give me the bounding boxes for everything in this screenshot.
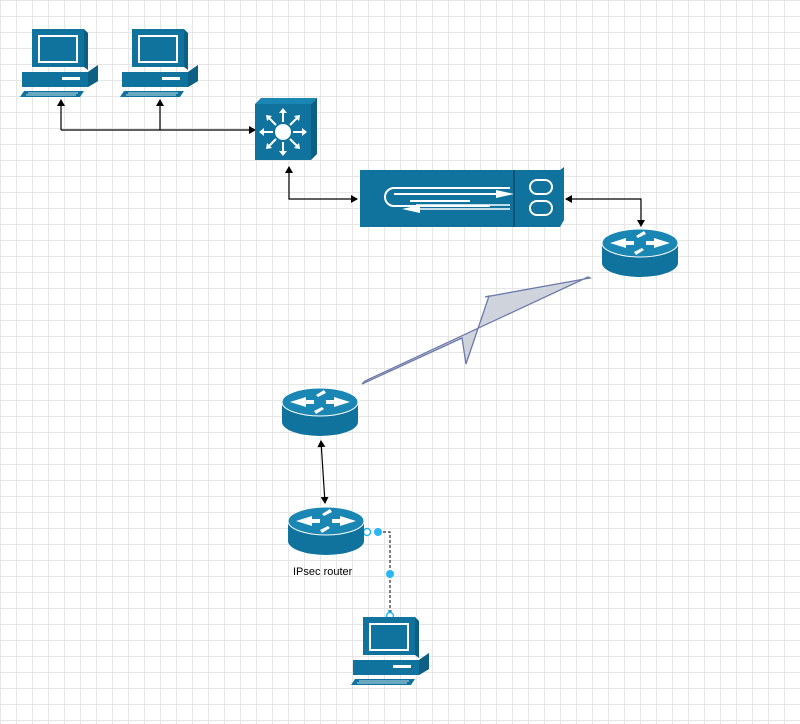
workstation-icon[interactable] <box>19 28 99 98</box>
workstation-icon[interactable] <box>119 28 199 98</box>
connector-ipsec-router-to-pc[interactable] <box>362 527 395 621</box>
layer3-switch-icon[interactable] <box>255 98 317 160</box>
ipsec-router-label: IPsec router <box>293 566 353 578</box>
waypoint-handle[interactable] <box>386 570 394 578</box>
router-icon[interactable] <box>601 228 679 278</box>
connector-remote-to-ipsec-router[interactable] <box>317 440 329 504</box>
connector-firewall-to-edge-router[interactable] <box>565 195 645 227</box>
firewall-icon[interactable] <box>360 167 564 227</box>
connection-handle-source[interactable] <box>362 527 372 537</box>
router-icon[interactable] <box>287 506 365 556</box>
connector-pcs-to-switch[interactable] <box>57 99 256 134</box>
router-icon[interactable] <box>281 387 359 437</box>
serial-link-wan[interactable] <box>361 276 593 385</box>
connector-switch-to-firewall[interactable] <box>285 166 358 203</box>
workstation-icon[interactable] <box>350 616 430 686</box>
